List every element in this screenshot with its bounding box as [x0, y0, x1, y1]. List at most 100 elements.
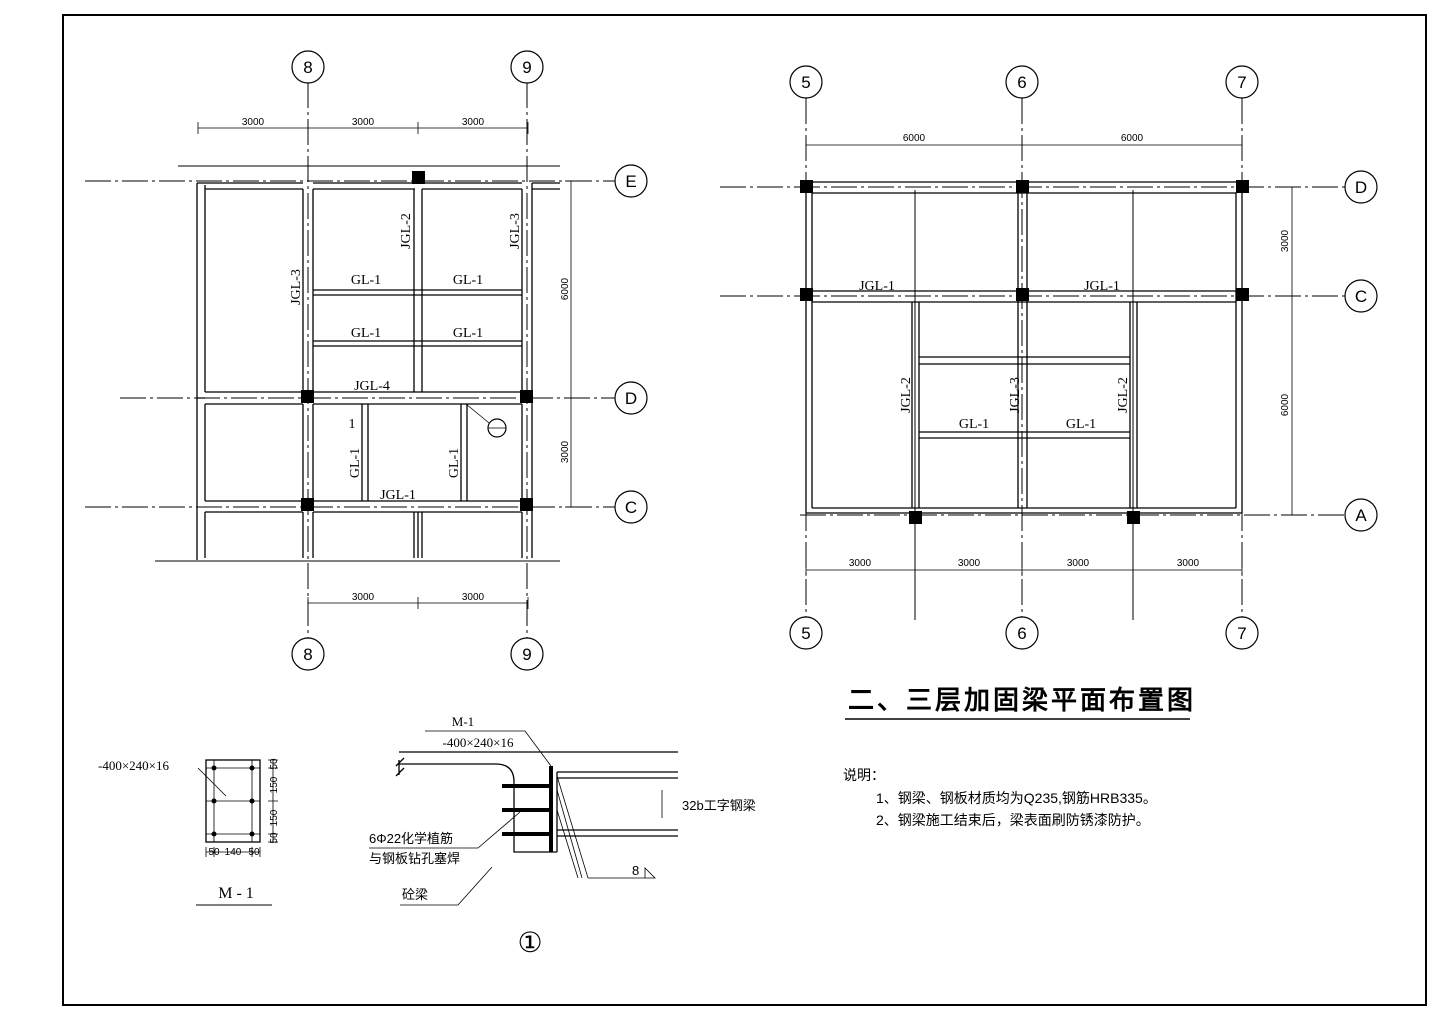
beam-d-line	[197, 391, 522, 405]
beam-c-line	[205, 500, 522, 513]
column	[412, 171, 425, 184]
dim: 140	[225, 847, 242, 858]
dim-right-2: 6000	[1280, 393, 1291, 416]
bolt-hole	[211, 798, 217, 804]
axis-label: 8	[303, 645, 312, 664]
rebar-leader	[369, 811, 521, 849]
weld-symbol	[588, 867, 656, 879]
dim-top-1: 6000	[903, 133, 926, 144]
dim-bottom-3: 3000	[1067, 558, 1090, 569]
beam-label: JGL-1	[380, 488, 416, 503]
axis-label: 8	[303, 58, 312, 77]
bolt-hole	[211, 765, 217, 771]
beam-label: JGL-1	[1084, 279, 1120, 294]
axis-bubble-6-bottom	[1005, 616, 1039, 650]
dim-right-2: 3000	[560, 440, 571, 463]
dim-bottom-1: 3000	[352, 592, 375, 603]
column	[1236, 180, 1249, 193]
axis-bubble-d	[614, 381, 648, 415]
weld-size: 8	[632, 863, 639, 878]
dim-line-top	[805, 139, 1243, 151]
note-item: 1、钢梁、钢板材质均为Q235,钢筋HRB335。	[876, 790, 1157, 806]
axis-label: E	[625, 172, 636, 191]
column	[301, 498, 314, 511]
gl1-lines	[919, 356, 1130, 439]
plate-name: M - 1	[218, 885, 254, 902]
beam-label: JGL-4	[354, 379, 390, 394]
axis-bubble-c	[1344, 279, 1378, 313]
sheet-border	[62, 14, 1427, 1006]
beam-label: GL-1	[453, 326, 483, 341]
dim: 50	[269, 832, 280, 844]
axis-label: 5	[801, 73, 810, 92]
plate-detail: -400×240×16 50 150 150 50 50 140 50 M - …	[98, 758, 280, 906]
column	[800, 180, 813, 193]
plate-spec: -400×240×16	[98, 758, 169, 773]
column	[800, 288, 813, 301]
chemical-rebars	[502, 784, 551, 836]
wall-left	[196, 183, 206, 560]
column	[1236, 288, 1249, 301]
axis-bubble-7-bottom	[1225, 616, 1259, 650]
bolt-hole	[249, 831, 255, 837]
plate-dim-bottom	[205, 847, 261, 857]
section-detail: 8 32b工字钢梁 M-1 -400×240×16 6Φ22化学植筋 与钢板钻孔…	[369, 714, 756, 959]
beam-label: GL-1	[959, 417, 989, 432]
axis-label: 9	[522, 58, 531, 77]
axis-label: 9	[522, 645, 531, 664]
beam-label: GL-1	[453, 273, 483, 288]
i-beam-32b	[556, 771, 678, 852]
left-plan: 3000 3000 3000 3000 3000 6000 3000 8 9 8…	[85, 50, 648, 671]
bolt-holes	[211, 765, 255, 837]
beam-label: GL-1	[351, 273, 381, 288]
axis-label: 7	[1237, 73, 1246, 92]
axis-bubble-6-top	[1005, 65, 1039, 99]
axis-label: 6	[1017, 73, 1026, 92]
column	[520, 498, 533, 511]
axis-bubble-a	[1344, 498, 1378, 532]
gl1-upper-lines	[313, 289, 522, 347]
gl1-vertical-lines	[361, 404, 468, 501]
weld-leaders	[556, 775, 589, 879]
column	[1127, 511, 1140, 524]
beam-label: GL-1	[351, 326, 381, 341]
rebar-label-1: 6Φ22化学植筋	[369, 831, 453, 846]
dim-line-top	[197, 122, 529, 134]
beam-sub-lines	[911, 302, 1138, 508]
rebar-label-2: 与钢板钻孔塞焊	[369, 851, 460, 866]
steel-beam-label: 32b工字钢梁	[682, 798, 756, 813]
concrete-beam-label: 砼梁	[402, 887, 428, 902]
column	[520, 390, 533, 403]
dim: 150	[269, 809, 280, 826]
right-plan: 6000 6000 3000 3000 3000 3000 3000 6000 …	[720, 65, 1378, 650]
section-cut-mark: 1	[349, 417, 356, 432]
beam-label: GL-1	[447, 448, 462, 478]
axis-label: D	[1355, 178, 1367, 197]
plate-dim-right	[268, 759, 278, 843]
dim-line-bottom	[805, 564, 1243, 576]
beam-label: JGL-2	[399, 213, 414, 249]
plate-leader	[425, 730, 552, 767]
dim-top-2: 3000	[352, 117, 375, 128]
dim: 150	[269, 776, 280, 793]
axis-label: 6	[1017, 624, 1026, 643]
beam-a-line	[806, 507, 1242, 514]
bolt-hole	[249, 765, 255, 771]
dim-bottom-2: 3000	[958, 558, 981, 569]
beam-6-line	[1017, 193, 1028, 508]
dim-line-bottom	[307, 597, 529, 609]
axis-label: C	[625, 498, 637, 517]
spec-leader	[197, 767, 227, 797]
beam-label: JGL-3	[508, 213, 523, 249]
axis-bubble-8-bottom	[291, 637, 325, 671]
axis-bubble-5-bottom	[789, 616, 823, 650]
dim: 50	[248, 847, 260, 858]
axis-bubble-9-top	[510, 50, 544, 84]
axis-bubble-d	[1344, 170, 1378, 204]
dim: 50	[208, 847, 220, 858]
dim-right-1: 6000	[560, 277, 571, 300]
dim-right-1: 3000	[1280, 229, 1291, 252]
bolt-hole	[211, 831, 217, 837]
axis-bubble-8-top	[291, 50, 325, 84]
